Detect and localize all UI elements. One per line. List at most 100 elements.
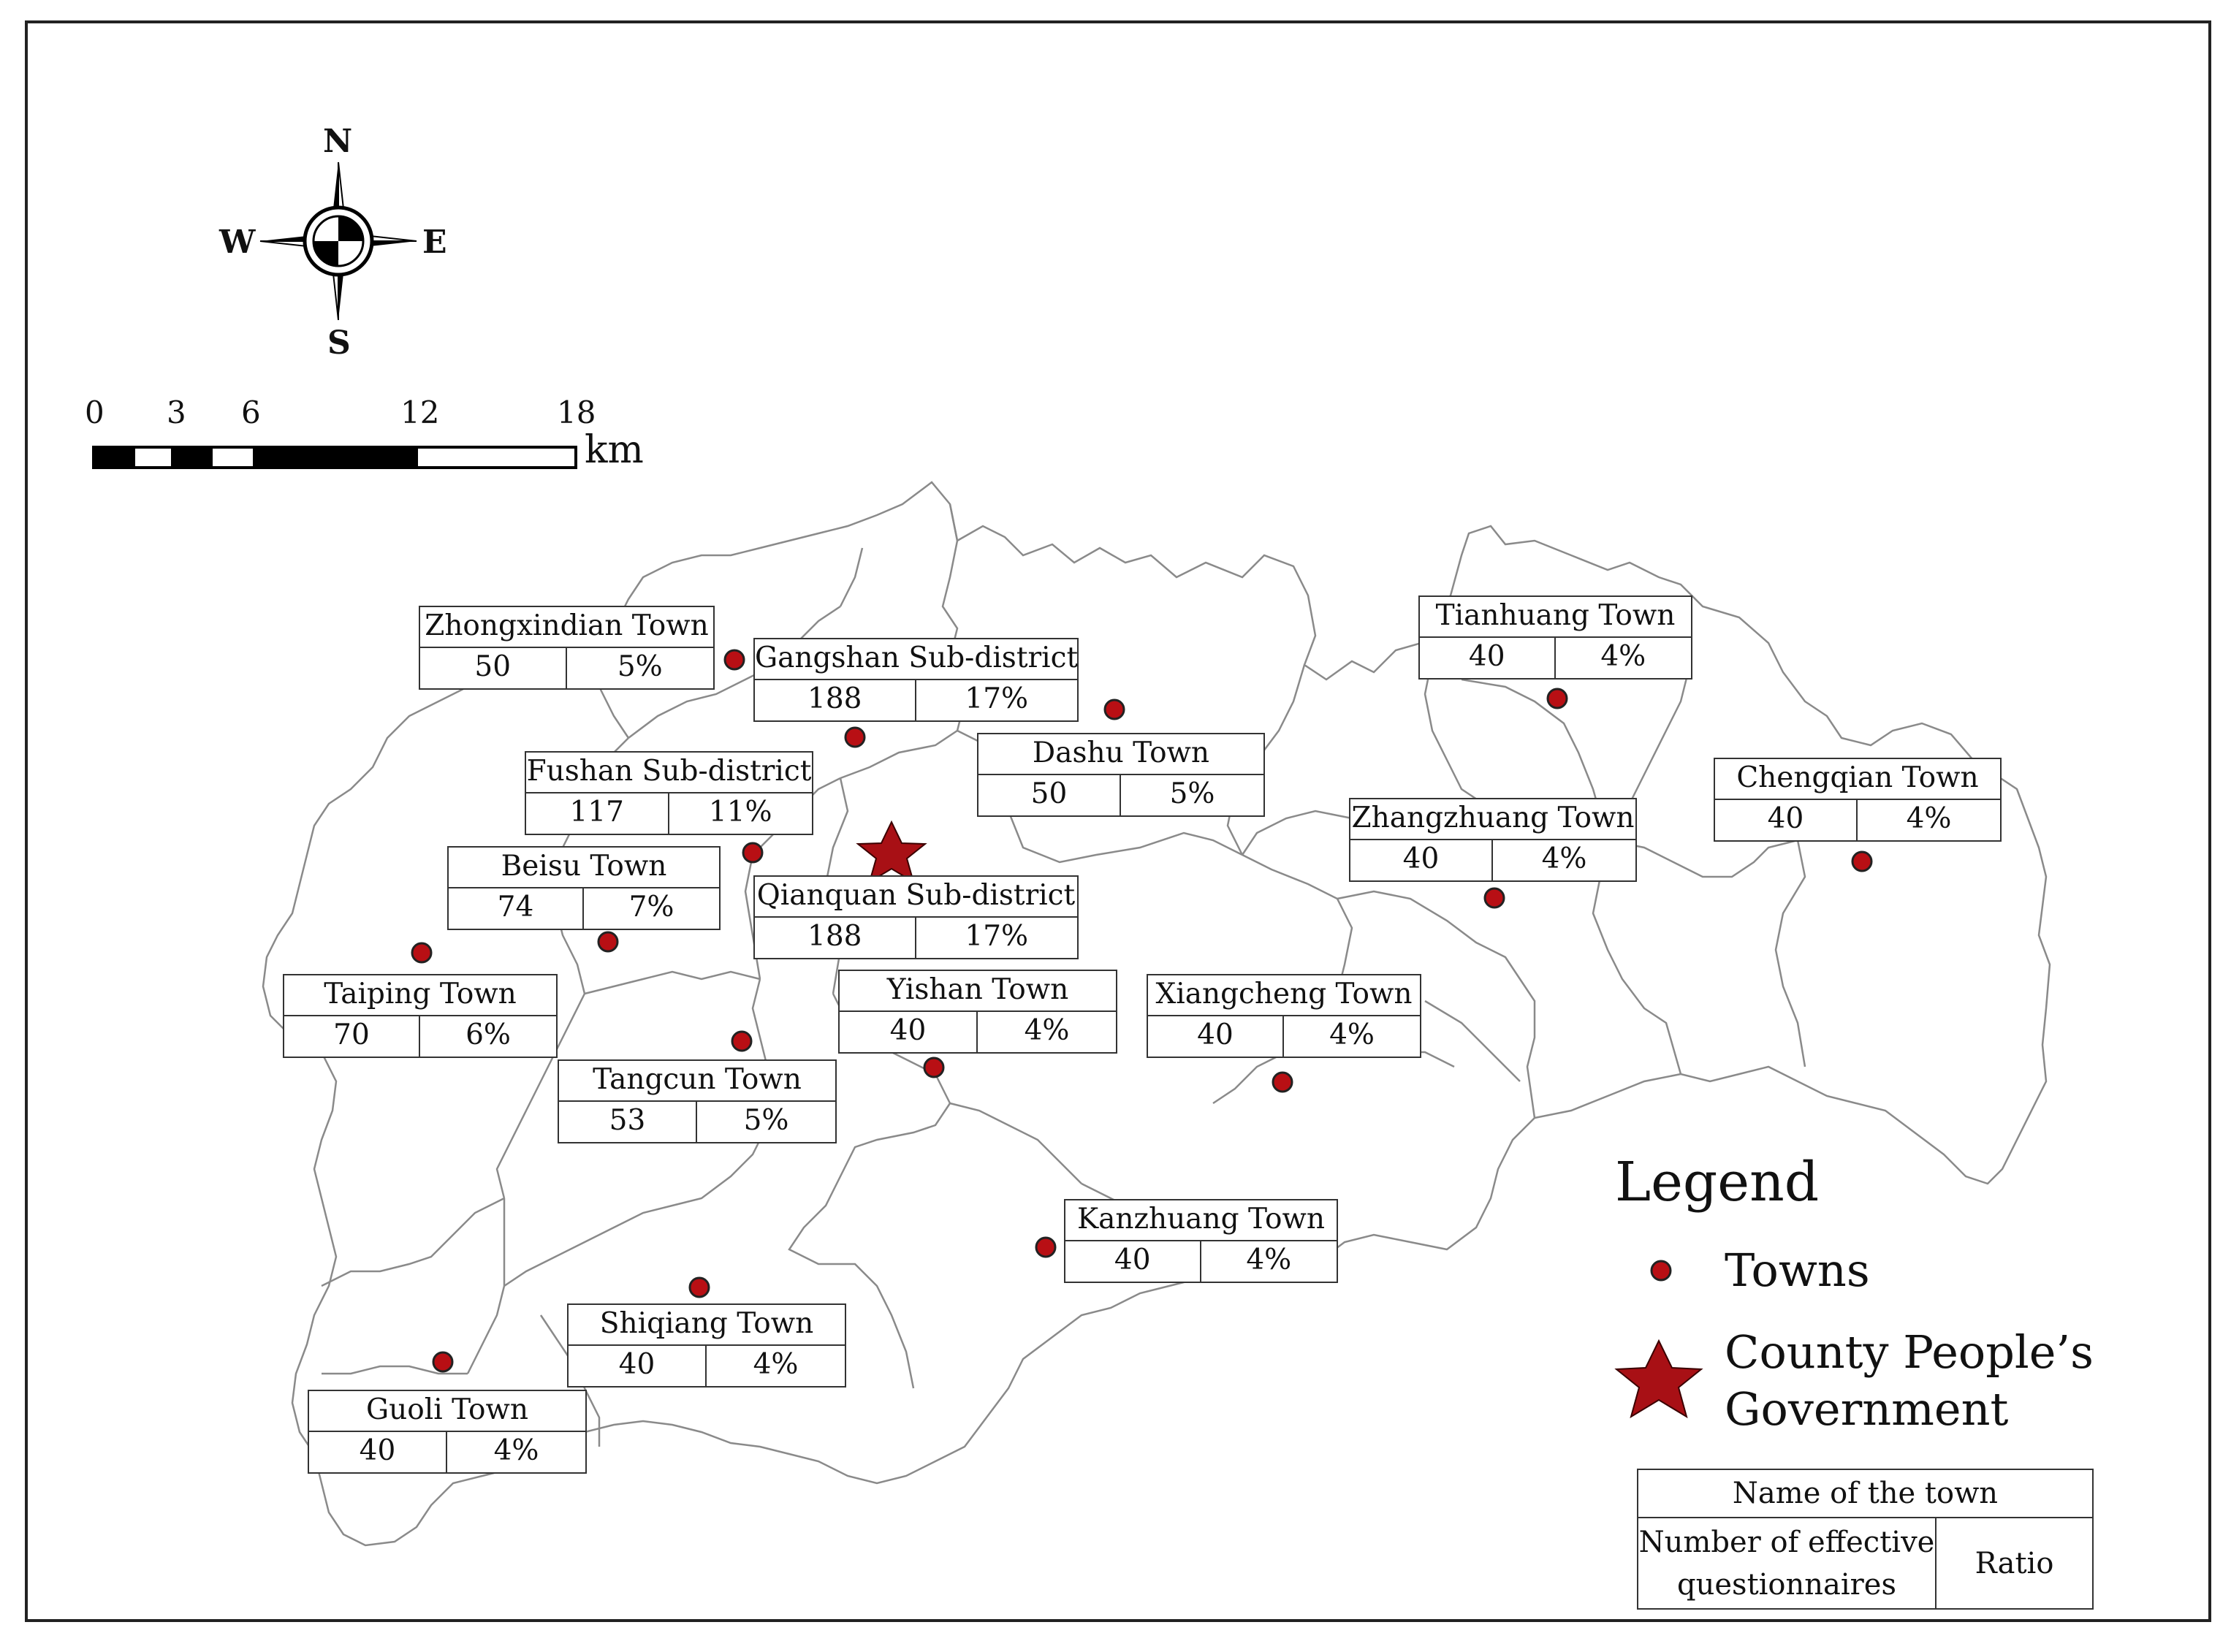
town-ratio: 4%	[1024, 1013, 1070, 1047]
compass-rose	[259, 161, 417, 321]
town-ratio: 17%	[965, 919, 1029, 953]
town-dot	[411, 942, 433, 964]
scale-tick-label: 3	[167, 395, 186, 430]
town-label-tianhuang: Tianhuang Town 40 4%	[1418, 595, 1692, 680]
town-name: Zhongxindian Town	[420, 607, 713, 648]
town-name: Taiping Town	[284, 975, 556, 1016]
compass-east-label: E	[422, 224, 447, 261]
town-name: Tianhuang Town	[1420, 597, 1691, 638]
town-dot	[1851, 850, 1873, 872]
scale-tick-label: 0	[85, 395, 104, 430]
legend-government-label-line2: Government	[1725, 1382, 2009, 1436]
town-count: 40	[1065, 1241, 1201, 1282]
town-ratio: 4%	[1329, 1018, 1375, 1051]
town-label-xiangcheng: Xiangcheng Town 40 4%	[1147, 974, 1421, 1058]
town-label-kanzhuang: Kanzhuang Town 40 4%	[1064, 1199, 1338, 1283]
town-count: 40	[1148, 1016, 1284, 1057]
town-name: Shiqiang Town	[569, 1305, 845, 1346]
town-dot	[1272, 1071, 1293, 1093]
town-ratio: 7%	[628, 890, 674, 924]
town-ratio: 4%	[493, 1434, 539, 1467]
town-ratio: 6%	[465, 1018, 511, 1051]
town-name: Chengqian Town	[1715, 759, 2000, 800]
scale-unit-label: km	[585, 428, 644, 472]
town-label-zhangzhuang: Zhangzhuang Town 40 4%	[1349, 798, 1637, 882]
town-dot	[1546, 688, 1568, 709]
town-dot	[742, 842, 764, 864]
town-ratio: 17%	[965, 682, 1029, 715]
town-count: 40	[569, 1345, 707, 1386]
town-count: 40	[1350, 840, 1493, 880]
town-name: Qianquan Sub-district	[755, 877, 1077, 918]
town-name: Tangcun Town	[559, 1061, 835, 1102]
key-count: Number of effective questionnaires	[1638, 1518, 1937, 1610]
town-name: Fushan Sub-district	[526, 753, 812, 793]
town-count: 188	[755, 680, 916, 720]
town-count: 53	[559, 1101, 697, 1142]
town-ratio: 5%	[1169, 777, 1215, 810]
compass-west-label: W	[219, 224, 256, 261]
town-ratio: 4%	[1541, 842, 1587, 875]
town-name: Dashu Town	[978, 734, 1263, 775]
town-label-yishan: Yishan Town 40 4%	[838, 970, 1117, 1054]
town-dots	[411, 649, 1873, 1373]
town-count: 188	[755, 917, 916, 958]
town-label-beisu: Beisu Town 74 7%	[447, 846, 721, 930]
town-count: 50	[978, 774, 1121, 815]
town-label-zhongxindian: Zhongxindian Town 50 5%	[419, 606, 715, 690]
compass-south-label: S	[327, 324, 351, 362]
town-label-qianquan: Qianquan Sub-district 188 17%	[753, 875, 1079, 959]
town-count: 40	[840, 1011, 978, 1052]
legend-title: Legend	[1615, 1151, 1820, 1214]
town-dot	[688, 1276, 710, 1298]
town-count: 70	[284, 1016, 420, 1057]
county-boundary	[262, 481, 2051, 1547]
scale-tick-label: 18	[557, 395, 596, 430]
town-count: 40	[1715, 799, 1858, 840]
town-name: Beisu Town	[449, 848, 719, 888]
key-count-line1: Number of effective	[1638, 1526, 1935, 1559]
scale-bar	[92, 446, 577, 469]
town-label-tangcun: Tangcun Town 53 5%	[558, 1059, 837, 1143]
label-key-box: Name of the town Number of effective que…	[1637, 1469, 2094, 1610]
town-name: Gangshan Sub-district	[755, 639, 1077, 680]
town-name: Kanzhuang Town	[1065, 1200, 1337, 1241]
town-ratio: 11%	[708, 795, 772, 829]
town-dot	[723, 649, 745, 671]
county-government-star	[856, 820, 927, 884]
town-name: Yishan Town	[840, 971, 1116, 1012]
town-ratio: 5%	[743, 1103, 789, 1137]
town-label-taiping: Taiping Town 70 6%	[283, 974, 558, 1058]
town-count: 40	[1420, 637, 1556, 678]
key-ratio: Ratio	[1975, 1547, 2054, 1580]
town-ratio: 4%	[1600, 639, 1646, 673]
town-count: 40	[309, 1431, 447, 1472]
town-ratio: 4%	[753, 1347, 799, 1381]
map-frame	[25, 20, 2211, 1622]
town-label-gangshan: Gangshan Sub-district 188 17%	[753, 638, 1079, 722]
town-ratio: 4%	[1246, 1243, 1292, 1276]
town-name: Guoli Town	[309, 1391, 585, 1432]
compass-north-label: N	[323, 123, 353, 160]
town-dot	[432, 1351, 454, 1373]
town-dot	[844, 726, 866, 748]
town-dot	[597, 931, 619, 953]
key-town-name: Name of the town	[1638, 1470, 2092, 1518]
town-label-fushan: Fushan Sub-district 117 11%	[525, 751, 813, 835]
town-label-guoli: Guoli Town 40 4%	[308, 1390, 587, 1474]
key-count-line2: questionnaires	[1677, 1568, 1896, 1602]
town-count: 117	[526, 793, 669, 834]
town-name: Xiangcheng Town	[1148, 975, 1420, 1016]
scale-tick-label: 12	[400, 395, 440, 430]
town-label-shiqiang: Shiqiang Town 40 4%	[567, 1303, 846, 1388]
town-ratio: 5%	[617, 650, 663, 683]
town-count: 74	[449, 888, 584, 929]
town-name: Zhangzhuang Town	[1350, 799, 1635, 840]
town-dot	[731, 1030, 753, 1052]
town-dot	[1035, 1236, 1057, 1258]
town-dot	[923, 1057, 945, 1078]
legend-government-label-line1: County People’s	[1725, 1325, 2094, 1379]
legend-towns-label: Towns	[1725, 1244, 1870, 1297]
town-count: 50	[420, 647, 567, 688]
